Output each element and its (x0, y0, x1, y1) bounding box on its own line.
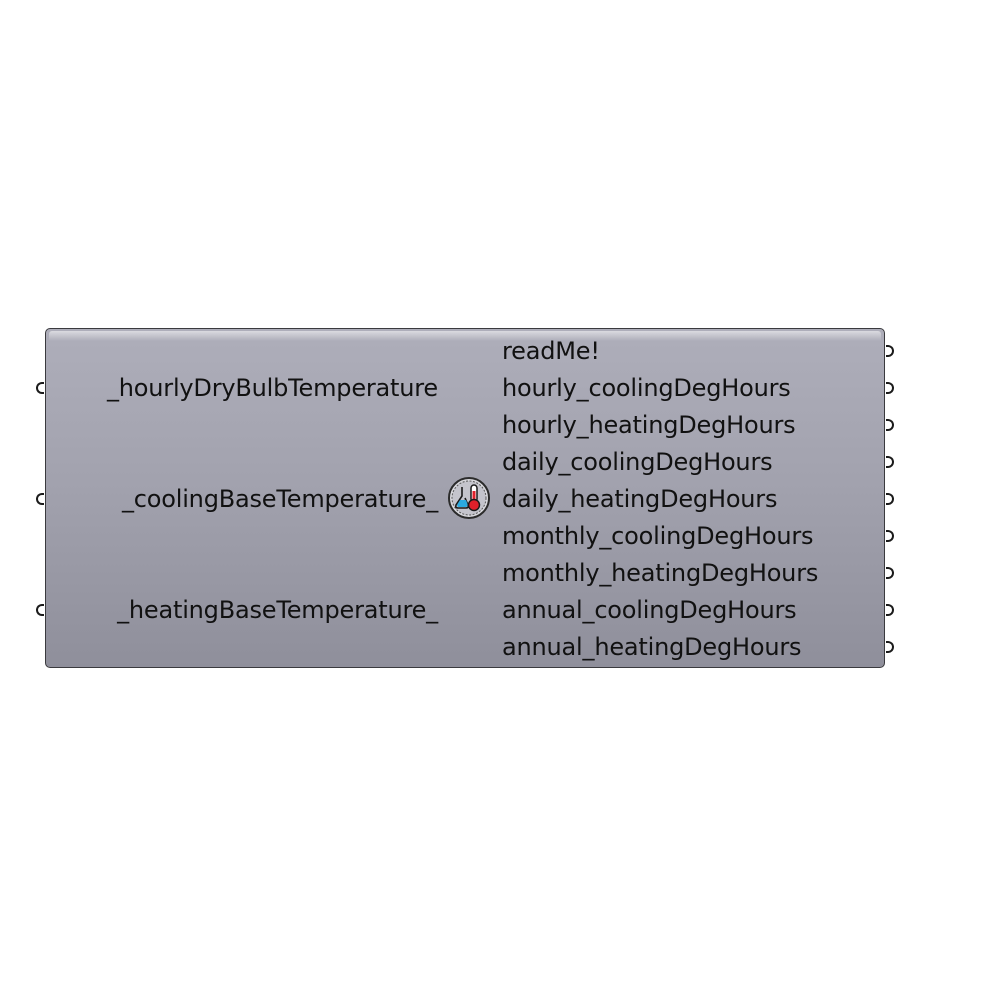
input-label-hourly-dry-bulb-temperature: _hourlyDryBulbTemperature (106, 374, 438, 402)
output-label-hourly-heating-deg-hours: hourly_heatingDegHours (502, 411, 796, 439)
output-label-daily-heating-deg-hours: daily_heatingDegHours (502, 485, 778, 513)
degree-hours-component[interactable]: _hourlyDryBulbTemperature _coolingBaseTe… (36, 328, 894, 668)
input-port-cooling-base-temperature[interactable] (36, 493, 44, 505)
output-port-monthly-cooling-deg-hours[interactable] (886, 530, 894, 542)
input-label-heating-base-temperature: _heatingBaseTemperature_ (117, 596, 438, 624)
output-label-monthly-heating-deg-hours: monthly_heatingDegHours (502, 559, 819, 587)
thermometer-flask-icon[interactable] (447, 476, 491, 520)
output-label-readme: readMe! (502, 337, 600, 365)
output-label-annual-heating-deg-hours: annual_heatingDegHours (502, 633, 802, 661)
output-label-hourly-cooling-deg-hours: hourly_coolingDegHours (502, 374, 791, 402)
output-port-annual-heating-deg-hours[interactable] (886, 641, 894, 653)
input-port-heating-base-temperature[interactable] (36, 604, 44, 616)
output-port-hourly-heating-deg-hours[interactable] (886, 419, 894, 431)
output-port-annual-cooling-deg-hours[interactable] (886, 604, 894, 616)
output-port-daily-cooling-deg-hours[interactable] (886, 456, 894, 468)
output-port-hourly-cooling-deg-hours[interactable] (886, 382, 894, 394)
output-port-daily-heating-deg-hours[interactable] (886, 493, 894, 505)
output-label-monthly-cooling-deg-hours: monthly_coolingDegHours (502, 522, 814, 550)
output-label-annual-cooling-deg-hours: annual_coolingDegHours (502, 596, 797, 624)
input-label-cooling-base-temperature: _coolingBaseTemperature_ (121, 485, 438, 513)
input-port-hourly-dry-bulb-temperature[interactable] (36, 382, 44, 394)
output-port-monthly-heating-deg-hours[interactable] (886, 567, 894, 579)
output-label-daily-cooling-deg-hours: daily_coolingDegHours (502, 448, 773, 476)
output-port-readme[interactable] (886, 345, 894, 357)
